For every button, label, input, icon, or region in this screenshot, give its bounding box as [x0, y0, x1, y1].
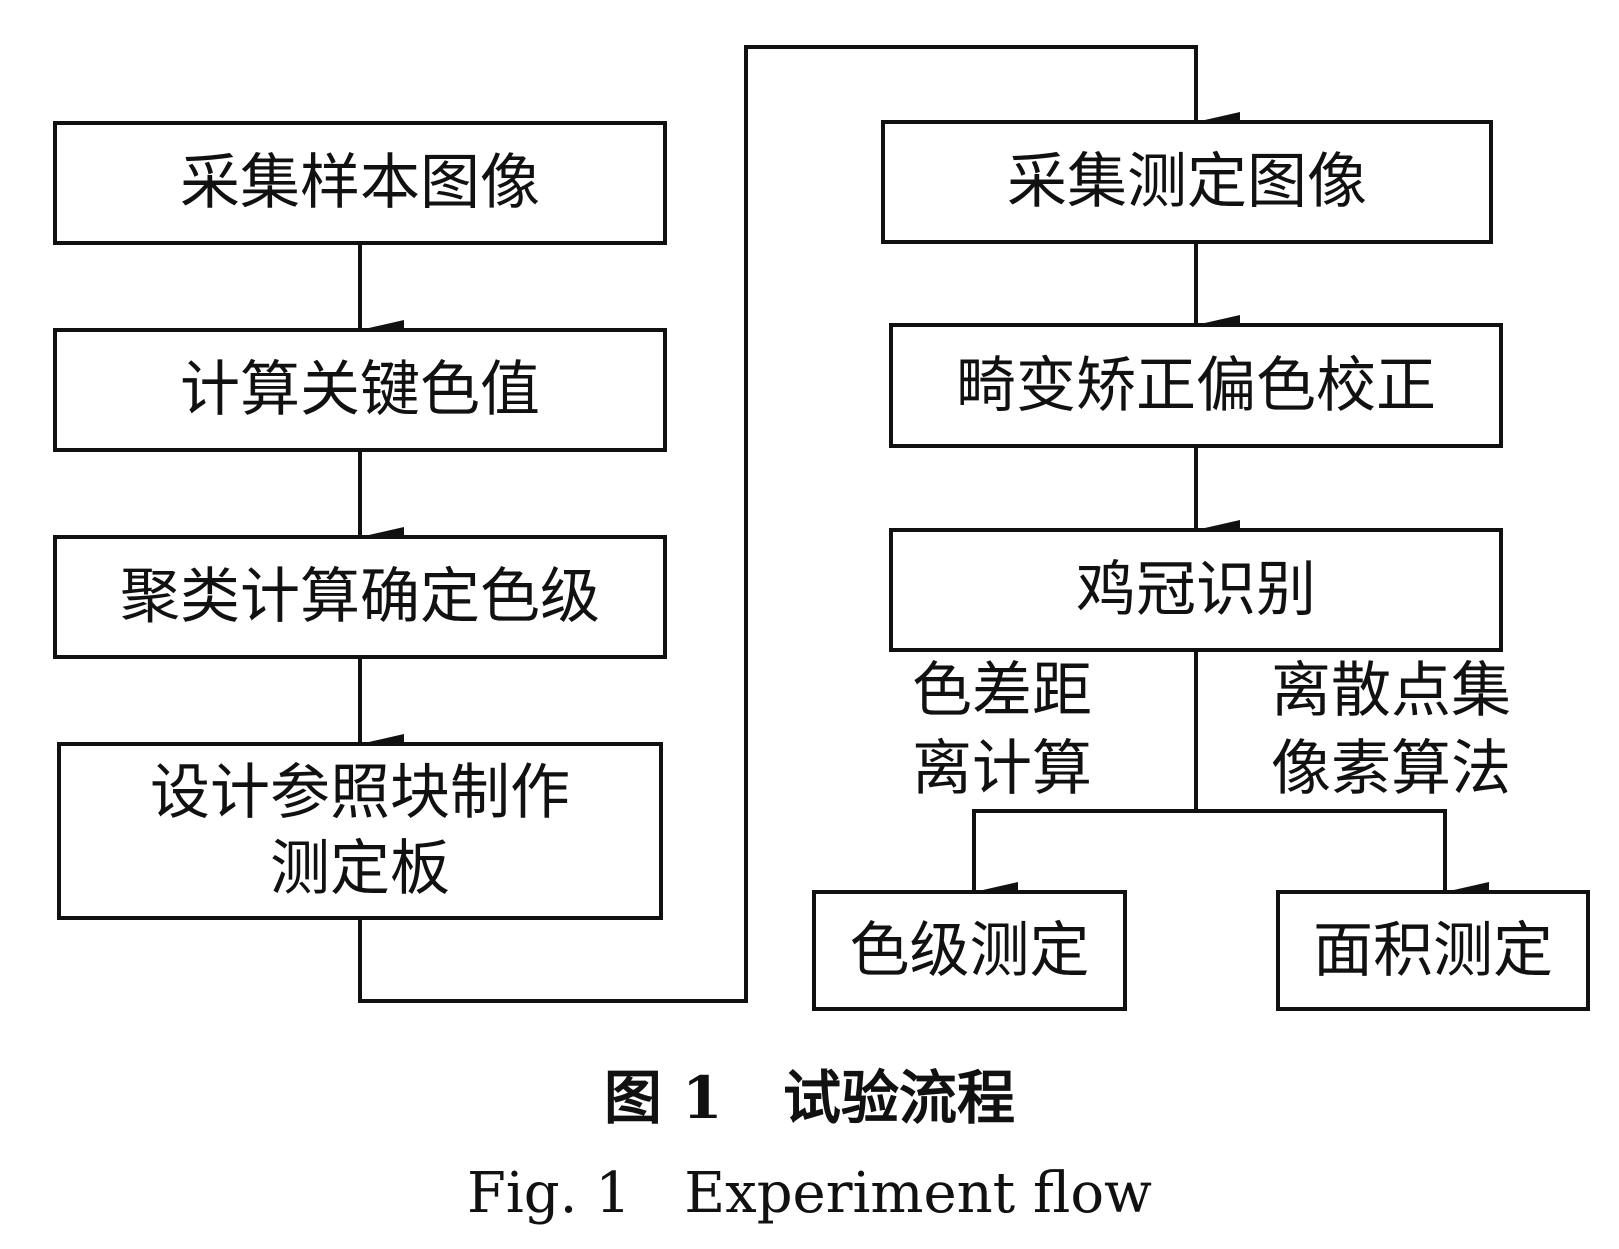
branch-left-arrow [972, 809, 1196, 902]
branch-right-label-line2: 像素算法 [1271, 734, 1511, 804]
branch-left-label-line1: 色差距 [912, 656, 1092, 726]
step-distortion-color-correction-label: 畸变矫正偏色校正 [956, 350, 1436, 421]
branch-right-arrow [1196, 809, 1489, 902]
figure-caption-en: Fig. 1 Experiment flow [467, 1161, 1152, 1226]
step-design-reference-board: 设计参照块制作 测定板 [57, 742, 663, 920]
connector-left-to-right [358, 45, 1240, 1003]
step-compute-key-color-label: 计算关键色值 [180, 355, 540, 425]
figure-caption-cn: 图 1 试验流程 [603, 1064, 1016, 1132]
step-cluster-color-grade: 聚类计算确定色级 [53, 535, 667, 659]
step-collect-measure-image: 采集测定图像 [881, 120, 1493, 244]
step-comb-recognition: 鸡冠识别 [889, 528, 1503, 652]
step-cluster-color-grade-label: 聚类计算确定色级 [120, 562, 600, 632]
branch-left-label-line2: 离计算 [912, 734, 1092, 804]
step-design-reference-board-line2: 测定板 [270, 834, 450, 904]
step-design-reference-board-line1: 设计参照块制作 [150, 758, 570, 828]
step-compute-key-color: 计算关键色值 [53, 328, 667, 452]
result-color-grade-label: 色级测定 [849, 915, 1090, 986]
step-collect-sample-image-label: 采集样本图像 [180, 148, 540, 218]
step-collect-sample-image: 采集样本图像 [53, 121, 667, 245]
branch-right-label: 离散点集 像素算法 [1271, 652, 1511, 808]
step-distortion-color-correction: 畸变矫正偏色校正 [889, 323, 1503, 448]
result-area-label: 面积测定 [1313, 915, 1553, 986]
branch-right-label-line1: 离散点集 [1271, 656, 1511, 726]
result-area: 面积测定 [1276, 890, 1590, 1011]
result-color-grade: 色级测定 [812, 890, 1127, 1011]
step-collect-measure-image-label: 采集测定图像 [1007, 147, 1367, 217]
step-comb-recognition-label: 鸡冠识别 [1076, 555, 1316, 625]
branch-left-label: 色差距 离计算 [912, 652, 1092, 808]
